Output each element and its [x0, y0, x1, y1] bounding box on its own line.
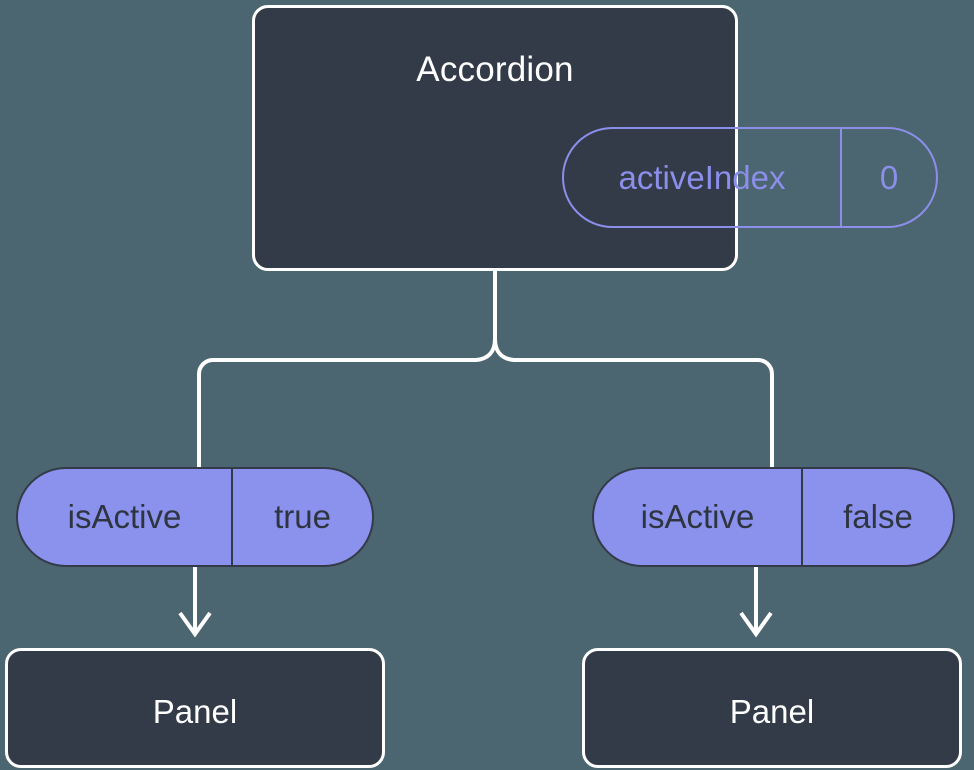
accordion-component-box[interactable]: Accordion activeIndex 0	[252, 5, 938, 271]
prop-chip-isactive-true[interactable]: isActive true	[16, 467, 374, 567]
edge-root-to-right-branch	[493, 338, 774, 467]
prop-chip-isactive-false[interactable]: isActive false	[592, 467, 955, 567]
prop-chip-value: false	[843, 498, 913, 535]
state-chip-value: 0	[879, 158, 899, 196]
prop-chip-value: true	[274, 498, 331, 535]
prop-chip-key: isActive	[594, 469, 803, 565]
edge-root-to-left-branch	[197, 338, 497, 467]
arrowhead-left-icon	[178, 611, 212, 638]
prop-chip-key: isActive	[18, 469, 233, 565]
state-chip-activeindex[interactable]: activeIndex 0	[562, 127, 938, 228]
arrowhead-right-icon	[739, 611, 773, 638]
accordion-title: Accordion	[416, 50, 574, 89]
state-chip-key: activeIndex	[564, 129, 842, 226]
panel-title-left: Panel	[152, 693, 238, 730]
panel-component-box-left[interactable]: Panel	[5, 648, 385, 768]
panel-component-box-right[interactable]: Panel	[582, 648, 962, 768]
panel-title-right: Panel	[729, 693, 815, 730]
